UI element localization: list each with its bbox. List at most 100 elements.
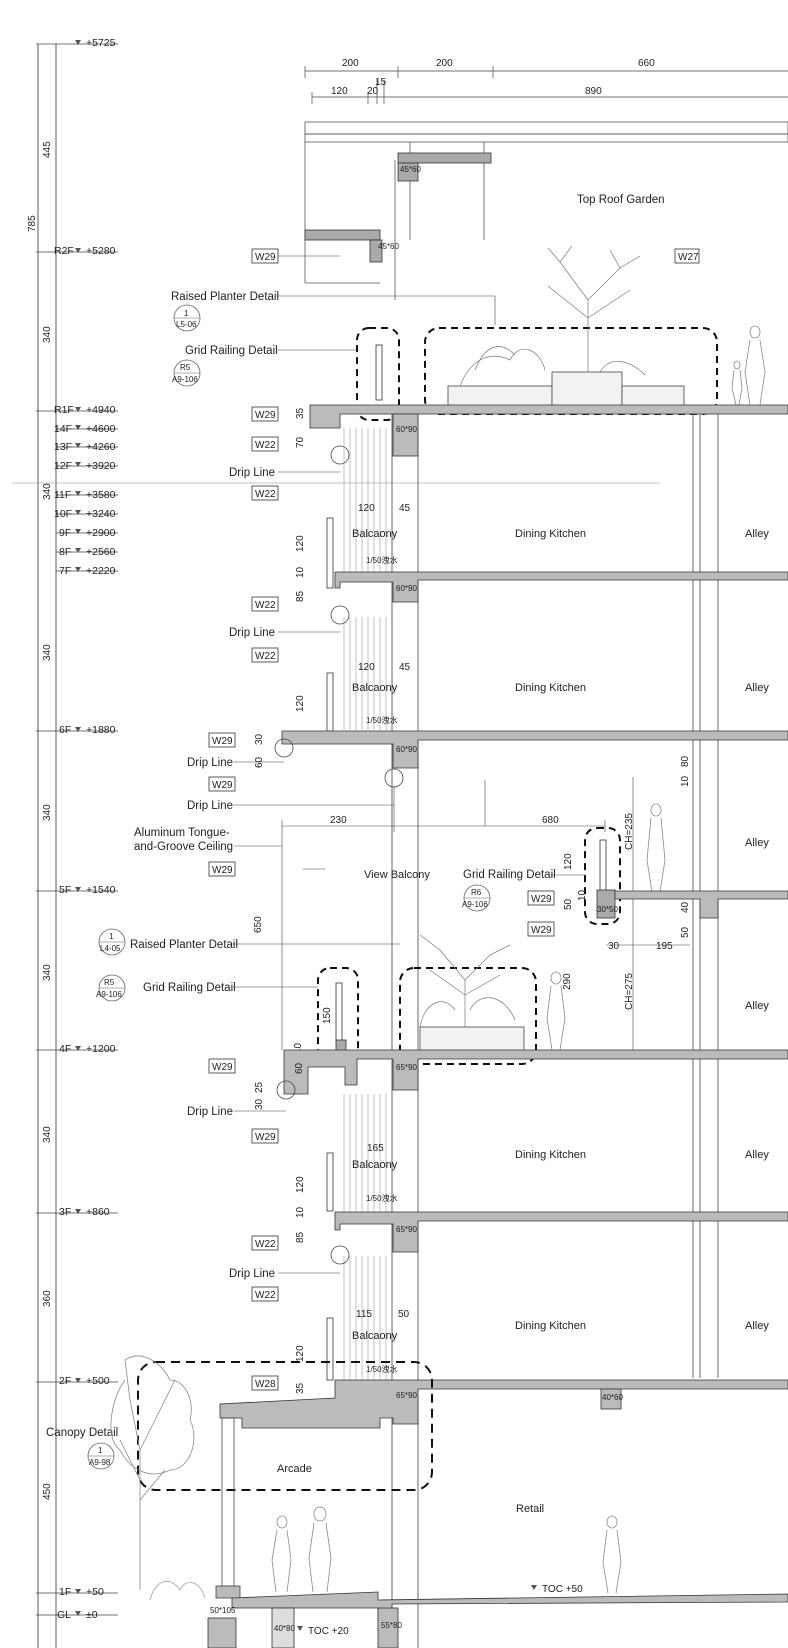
label-drip-line-d: Drip Line <box>187 800 233 812</box>
level-name-12f: 12F <box>54 460 72 472</box>
beam-label-65x90-b: 65*90 <box>396 1225 417 1234</box>
person-5f <box>646 803 666 893</box>
tag-w29-roof: W29 <box>251 248 279 264</box>
room-balcony-3f: Balcaony <box>352 1159 398 1171</box>
room-alley-7f: Alley <box>745 528 769 540</box>
beam-label-55x80: 55*80 <box>381 1621 402 1630</box>
roof-structure <box>304 121 788 300</box>
tag-w29-r1f: W29 <box>251 406 279 422</box>
dim-70: 70 <box>295 436 306 448</box>
svg-text:R5: R5 <box>104 978 115 987</box>
label-aluminum-2: and-Groove Ceiling <box>134 841 233 853</box>
slab-6f <box>281 730 788 769</box>
view-balcony-dims <box>281 777 634 1050</box>
level-name-r1f: R1F <box>54 404 74 416</box>
dim-290: 290 <box>562 973 573 990</box>
room-arcade: Arcade <box>277 1463 312 1475</box>
drip-line-marker-d <box>384 768 404 788</box>
slab-3f <box>334 1211 788 1253</box>
dim-360: 360 <box>42 1290 53 1307</box>
railing-post-7f <box>326 517 334 589</box>
level-name-r2f: R2F <box>54 245 74 257</box>
level-elev-5f: +1540 <box>86 884 116 896</box>
level-elev-8f: +2560 <box>86 546 116 558</box>
svg-text:W29: W29 <box>212 736 233 747</box>
top-dim-120: 120 <box>331 86 348 97</box>
planter-box-4f <box>419 1026 525 1052</box>
dim-50-c: 50 <box>398 1309 410 1320</box>
svg-text:A9-98: A9-98 <box>89 1458 111 1467</box>
level-elev-13f: +4260 <box>86 441 116 453</box>
drip-line-marker-c <box>274 738 294 758</box>
svg-text:W22: W22 <box>255 489 276 500</box>
level-name-13f: 13F <box>54 441 72 453</box>
railing-post-2f <box>326 1317 334 1381</box>
dim-25: 25 <box>254 1081 265 1093</box>
dim-30-b: 30 <box>608 941 620 952</box>
room-alley-6f: Alley <box>745 682 769 694</box>
level-name-8f: 8F <box>59 546 71 558</box>
detail-callout-5f-railing <box>584 827 621 925</box>
drip-line-marker-e <box>276 1080 296 1100</box>
dim-30-c: 30 <box>254 1098 265 1110</box>
roof-tree <box>459 245 646 387</box>
svg-text:L5-06: L5-06 <box>176 320 197 329</box>
toc-marker-20 <box>297 1626 303 1631</box>
beam-label-40x60: 40*60 <box>602 1393 623 1402</box>
dim-150: 150 <box>322 1007 333 1024</box>
top-dim-660: 660 <box>638 58 655 69</box>
slab-r1f <box>309 404 788 457</box>
note-toc-20: TOC +20 <box>308 1626 349 1637</box>
level-name-14f: 14F <box>54 423 72 435</box>
tag-w29-5f-a: W29 <box>527 890 555 906</box>
dim-120-b: 120 <box>295 535 306 552</box>
svg-text:W27: W27 <box>678 252 699 263</box>
room-retail: Retail <box>516 1503 544 1515</box>
level-elev-r1f: +4940 <box>86 404 116 416</box>
svg-text:W29: W29 <box>212 780 233 791</box>
dim-50-a: 50 <box>563 898 574 910</box>
dim-230: 230 <box>330 815 347 826</box>
level-elev-10f: +3240 <box>86 508 116 520</box>
beam-label-60x90-c: 60*90 <box>396 745 417 754</box>
label-drip-line-c: Drip Line <box>187 757 233 769</box>
detail-callout-4f-planter <box>399 967 537 1065</box>
room-dining-kitchen-7f: Dining Kitchen <box>515 528 586 540</box>
level-elev-1f: +50 <box>86 1586 104 1598</box>
tag-w29-4f: W29 <box>208 1058 236 1074</box>
top-dim-890: 890 <box>585 86 602 97</box>
svg-text:W22: W22 <box>255 651 276 662</box>
level-elev-gl: ±0 <box>86 1609 98 1621</box>
svg-text:W29: W29 <box>212 1062 233 1073</box>
level-marks <box>12 43 660 1616</box>
level-name-7f: 7F <box>59 565 71 577</box>
beam-label-65x90-a: 65*90 <box>396 1063 417 1072</box>
room-balcony-6f: Balcaony <box>352 682 398 694</box>
svg-text:A9-106: A9-106 <box>172 375 198 384</box>
tag-w29-5f-b: W29 <box>527 921 555 937</box>
slope-note-7f: 1/50洩水 <box>366 555 398 565</box>
svg-text:W29: W29 <box>255 1132 276 1143</box>
drip-line-marker-f <box>330 1245 350 1265</box>
level-triangles <box>75 40 81 1616</box>
level-elev-11f: +3580 <box>86 489 116 501</box>
railing-post-roof <box>375 344 383 401</box>
level-name-10f: 10F <box>54 508 72 520</box>
room-alley-2f: Alley <box>745 1320 769 1332</box>
svg-text:W29: W29 <box>255 252 276 263</box>
dim-340-d: 340 <box>42 804 53 821</box>
svg-text:W29: W29 <box>255 410 276 421</box>
dim-120-e: 120 <box>563 853 574 870</box>
dim-35-b: 35 <box>295 1382 306 1394</box>
level-name-1f: 1F <box>59 1586 71 1598</box>
level-elev-top: +5725 <box>86 37 116 49</box>
svg-text:1: 1 <box>184 309 189 318</box>
label-grid-railing-3: Grid Railing Detail <box>143 982 236 994</box>
canopy-tree <box>110 1355 195 1590</box>
note-toc-50: TOC +50 <box>542 1584 583 1595</box>
svg-text:A9-106: A9-106 <box>96 990 122 999</box>
tag-w29-6f: W29 <box>208 732 236 748</box>
dim-445: 445 <box>42 141 53 158</box>
